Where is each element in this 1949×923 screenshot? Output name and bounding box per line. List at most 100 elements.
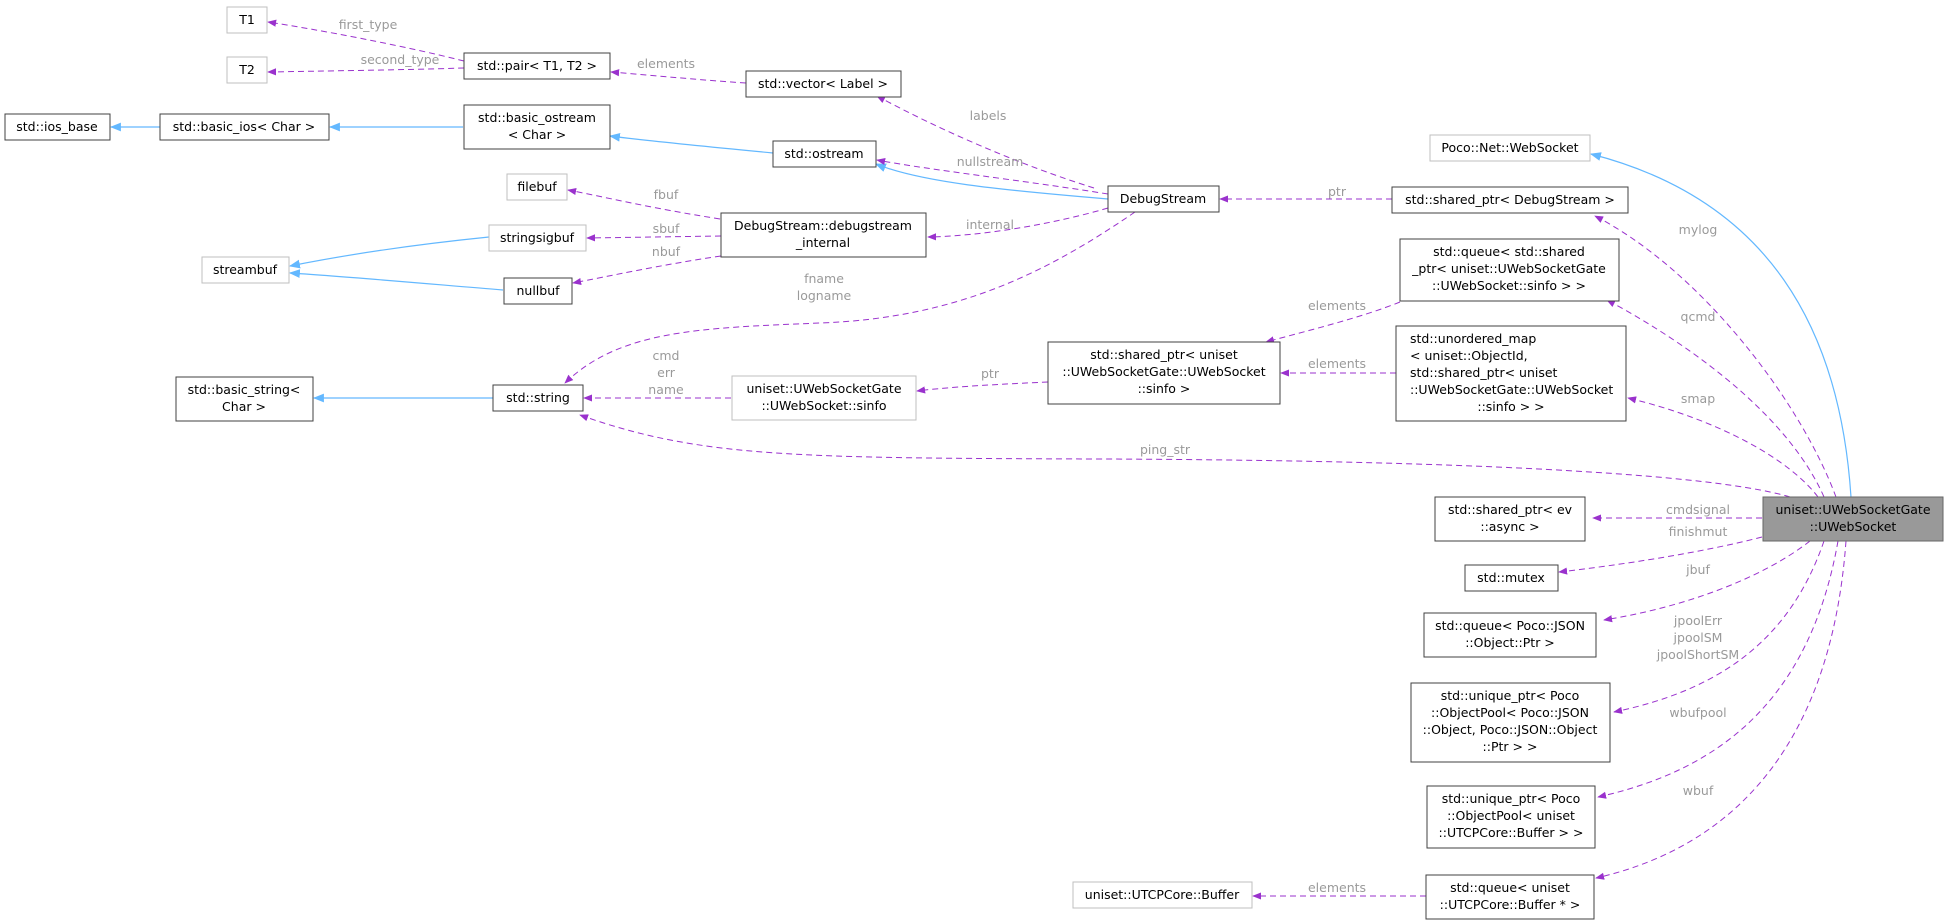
- node-unordered-map-label-1: std::unordered_map: [1410, 331, 1536, 346]
- node-unordered-map[interactable]: std::unordered_map < uniset::ObjectId, s…: [1395, 325, 1627, 422]
- node-t2-label: T2: [238, 62, 255, 77]
- node-basic-ostream[interactable]: std::basic_ostream < Char >: [463, 104, 611, 150]
- node-up-pool-buffer-label-3: ::UTCPCore::Buffer > >: [1439, 825, 1584, 840]
- node-basic-string-label-2: Char >: [222, 399, 266, 414]
- node-debugstream[interactable]: DebugStream: [1107, 185, 1220, 213]
- node-unordered-map-label-4: ::UWebSocketGate::UWebSocket: [1410, 382, 1613, 397]
- edge-label-nullstream: nullstream: [957, 154, 1024, 169]
- node-up-pool-json-label-1: std::unique_ptr< Poco: [1441, 688, 1580, 703]
- edge-label-labels: labels: [970, 108, 1007, 123]
- edge-label-internal: internal: [966, 217, 1014, 232]
- node-queue-json-label-1: std::queue< Poco::JSON: [1435, 618, 1585, 633]
- node-queue-json-label-2: ::Object::Ptr >: [1465, 635, 1555, 650]
- node-up-pool-buffer[interactable]: std::unique_ptr< Poco ::ObjectPool< unis…: [1426, 785, 1596, 849]
- edge-label-jbuf: jbuf: [1685, 562, 1710, 577]
- edge-pair-to-T2: [267, 67, 465, 76]
- edge-queue_sp_sinfo-to-sp_sinfo: [1265, 301, 1401, 344]
- node-t1[interactable]: T1: [226, 6, 268, 34]
- node-uwebsocket-label-2: ::UWebSocket: [1810, 519, 1897, 534]
- node-basic-string-label-1: std::basic_string<: [188, 382, 301, 397]
- node-up-pool-json-label-3: ::Object, Poco::JSON::Object: [1423, 722, 1598, 737]
- node-pair-label: std::pair< T1, T2 >: [477, 58, 597, 73]
- node-uwebsocket-label-1: uniset::UWebSocketGate: [1775, 502, 1930, 517]
- node-basic-ostream-label-1: std::basic_ostream: [478, 110, 596, 125]
- node-utcp-buffer-label: uniset::UTCPCore::Buffer: [1085, 887, 1240, 902]
- node-t2[interactable]: T2: [226, 56, 268, 84]
- node-basic-ios-label: std::basic_ios< Char >: [173, 119, 315, 134]
- edge-vector-to-pair: [610, 69, 747, 84]
- node-unordered-map-label-3: std::shared_ptr< uniset: [1410, 365, 1558, 380]
- node-vector[interactable]: std::vector< Label >: [745, 70, 902, 98]
- nodes: T1 T2 std::pair< T1, T2 > std::vector< L…: [4, 6, 1944, 920]
- node-debugstream-label: DebugStream: [1120, 191, 1206, 206]
- edge-label-qcmd: qcmd: [1681, 309, 1716, 324]
- node-string[interactable]: std::string: [492, 384, 584, 412]
- node-sp-debugstream[interactable]: std::shared_ptr< DebugStream >: [1391, 186, 1629, 214]
- node-mutex-label: std::mutex: [1477, 570, 1545, 585]
- node-uwebsocket[interactable]: uniset::UWebSocketGate ::UWebSocket: [1762, 496, 1944, 542]
- node-queue-buffer-label-1: std::queue< uniset: [1450, 880, 1570, 895]
- node-filebuf[interactable]: filebuf: [506, 173, 568, 201]
- node-up-pool-json[interactable]: std::unique_ptr< Poco ::ObjectPool< Poco…: [1410, 682, 1611, 763]
- edge-UWebSocket-to-up_pool_json: [1613, 540, 1825, 714]
- edge-label-finishmut: finishmut: [1669, 524, 1728, 539]
- edge-UWebSocket-to-sp_debug: [1594, 215, 1837, 498]
- edge-DebugStream-to-ostream: [874, 163, 1109, 200]
- node-basic-ios[interactable]: std::basic_ios< Char >: [159, 113, 330, 141]
- edge-DebugStream-to-string: [564, 211, 1136, 384]
- node-queue-buffer-label-2: ::UTCPCore::Buffer * >: [1440, 897, 1581, 912]
- edge-DebugStream-to-vector: [876, 95, 1095, 189]
- edge-ostream-to-basic_ostream: [608, 132, 774, 154]
- node-up-pool-buffer-label-1: std::unique_ptr< Poco: [1442, 791, 1581, 806]
- edge-label-name: name: [648, 382, 684, 397]
- edge-label-map-elements: elements: [1308, 356, 1366, 371]
- edge-label-mylog: mylog: [1679, 222, 1718, 237]
- node-debugstream-internal[interactable]: DebugStream::debugstream _internal: [720, 212, 927, 258]
- node-ostream-label: std::ostream: [784, 146, 863, 161]
- edge-label-jpoolerr: jpoolErr: [1673, 613, 1723, 628]
- node-ostream[interactable]: std::ostream: [772, 140, 877, 168]
- node-sp-async-label-2: ::async >: [1480, 519, 1539, 534]
- node-ios-base[interactable]: std::ios_base: [4, 113, 111, 141]
- edges: [109, 19, 1852, 900]
- node-streambuf[interactable]: streambuf: [201, 256, 290, 284]
- edge-label-cmdsignal: cmdsignal: [1666, 502, 1730, 517]
- edge-UWebSocket-to-up_pool_buf: [1597, 540, 1839, 799]
- node-sp-debugstream-label: std::shared_ptr< DebugStream >: [1405, 192, 1615, 207]
- edge-labels: first_type second_type elements labels n…: [339, 17, 1740, 895]
- node-queue-json[interactable]: std::queue< Poco::JSON ::Object::Ptr >: [1423, 612, 1597, 658]
- node-pair[interactable]: std::pair< T1, T2 >: [463, 52, 611, 80]
- node-mutex[interactable]: std::mutex: [1464, 564, 1559, 592]
- node-sp-sinfo-label-1: std::shared_ptr< uniset: [1090, 347, 1238, 362]
- node-sp-sinfo[interactable]: std::shared_ptr< uniset ::UWebSocketGate…: [1047, 341, 1281, 405]
- node-basic-string[interactable]: std::basic_string< Char >: [175, 376, 314, 422]
- edge-sp_sinfo-to-sinfo: [916, 381, 1049, 394]
- edge-label-first-type: first_type: [339, 17, 398, 32]
- edge-label-wbuf: wbuf: [1683, 783, 1714, 798]
- node-utcp-buffer[interactable]: uniset::UTCPCore::Buffer: [1072, 881, 1253, 909]
- edge-label-pair-elements: elements: [637, 56, 695, 71]
- edge-label-second-type: second_type: [361, 52, 440, 67]
- node-queue-sp-sinfo-label-3: ::UWebSocket::sinfo > >: [1432, 278, 1586, 293]
- node-nullbuf-label: nullbuf: [516, 283, 560, 298]
- node-poco-websocket-label: Poco::Net::WebSocket: [1441, 140, 1578, 155]
- edge-pair-to-T1: [267, 19, 465, 62]
- edge-label-nbuf: nbuf: [652, 244, 681, 259]
- edge-internal-to-stringsigbuf: [586, 234, 722, 242]
- node-sp-async[interactable]: std::shared_ptr< ev ::async >: [1434, 496, 1586, 542]
- edge-internal-to-nullbuf: [572, 255, 722, 286]
- node-queue-buffer[interactable]: std::queue< uniset ::UTCPCore::Buffer * …: [1425, 874, 1595, 920]
- edge-internal-to-filebuf: [567, 187, 721, 220]
- edge-label-sbuf: sbuf: [653, 221, 680, 236]
- node-nullbuf[interactable]: nullbuf: [503, 277, 573, 305]
- node-sinfo-label-2: ::UWebSocket::sinfo: [761, 398, 886, 413]
- node-unordered-map-label-2: < uniset::ObjectId,: [1410, 348, 1528, 363]
- node-poco-websocket[interactable]: Poco::Net::WebSocket: [1429, 134, 1591, 162]
- node-sp-sinfo-label-3: ::sinfo >: [1138, 381, 1191, 396]
- node-debugstream-internal-label-2: _internal: [795, 235, 850, 250]
- node-sinfo[interactable]: uniset::UWebSocketGate ::UWebSocket::sin…: [731, 375, 917, 421]
- edge-label-fbuf: fbuf: [654, 187, 679, 202]
- node-stringsigbuf[interactable]: stringsigbuf: [488, 224, 587, 252]
- node-queue-sp-sinfo[interactable]: std::queue< std::shared _ptr< uniset::UW…: [1399, 238, 1620, 302]
